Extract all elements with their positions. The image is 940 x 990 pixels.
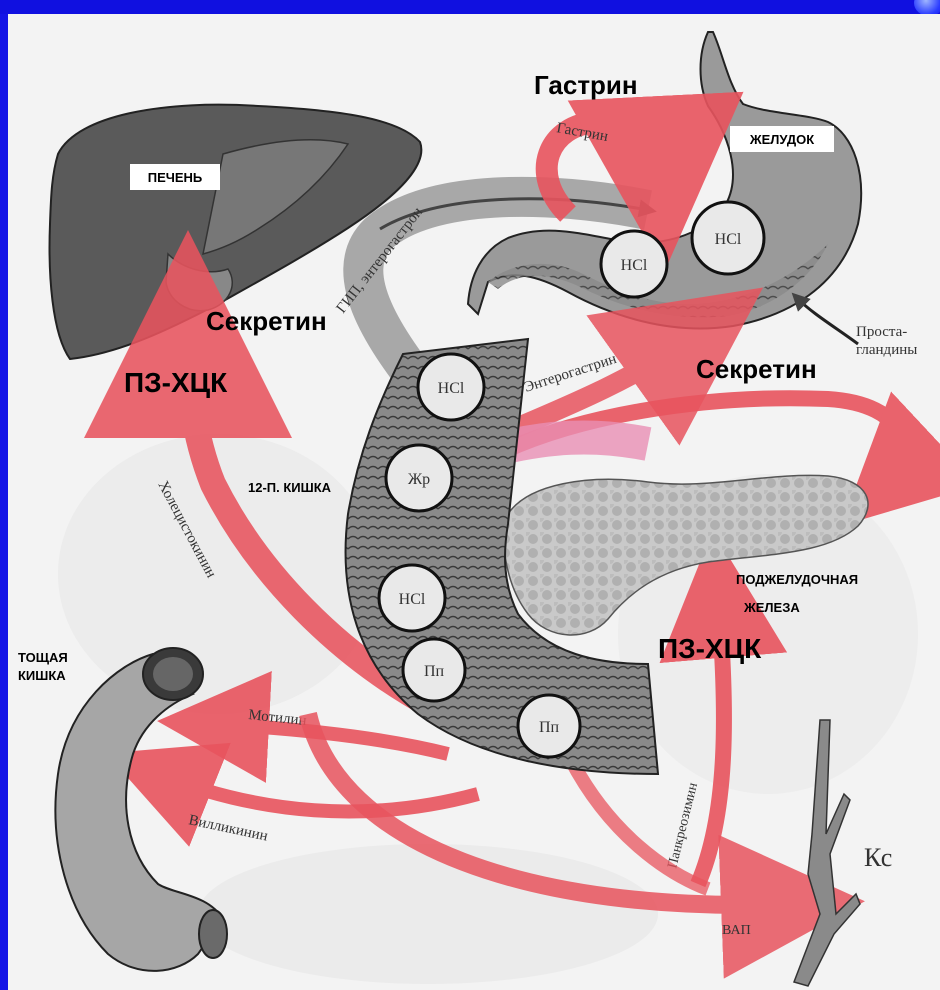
villikinin-arrow-label: Вилликинин [187, 812, 269, 844]
vessel-label: Кс [864, 843, 892, 872]
secretin-right-label: Секретин [696, 354, 817, 384]
pancreas-label-line2: ЖЕЛЕЗА [743, 600, 800, 615]
prostaglandins-label-line1: Проста- [856, 324, 907, 340]
gastrin-label: Гастрин [534, 70, 638, 100]
stomach-label: ЖЕЛУДОК [749, 132, 814, 147]
duodenum-label: 12-П. КИШКА [248, 480, 332, 495]
liver-label: ПЕЧЕНЬ [148, 170, 203, 185]
stimulus-circle: HCl [379, 565, 445, 631]
pancreas-label-line1: ПОДЖЕЛУДОЧНАЯ [736, 572, 858, 587]
jejunum-label-line1: ТОЩАЯ [18, 650, 68, 665]
prostaglandins-label-line2: гландины [856, 342, 917, 358]
stimulus-circle: HCl [601, 231, 667, 297]
duodenum-pp-2: Пп [539, 719, 560, 736]
pz-hck-right-label: ПЗ-ХЦК [658, 633, 762, 664]
duodenum-pp-1: Пп [424, 663, 445, 680]
digestive-hormones-diagram: ПЕЧЕНЬ ЖЕЛУДОК ГИП, энтерогастрон Гастри… [8, 14, 940, 990]
stomach-hcl-1: HCl [715, 231, 742, 248]
stimulus-circle: Жр [386, 445, 452, 511]
villikinin-arrow [158, 774, 478, 811]
prostaglandins-arrow [798, 299, 858, 344]
duodenum-hcl-1: HCl [438, 380, 465, 397]
duodenum-fat: Жр [408, 471, 430, 488]
vip-arrow-label: ВАП [722, 923, 751, 938]
stimulus-circle: HCl [692, 202, 764, 274]
slide-top-bar [0, 0, 940, 14]
secretin-left-label: Секретин [206, 306, 327, 336]
pancreozymin-arrow-label: Панкреозимин [665, 781, 701, 870]
stimulus-circle: HCl [418, 354, 484, 420]
duodenum-hcl-2: HCl [399, 591, 426, 608]
jejunum-label-line2: КИШКА [18, 668, 66, 683]
stimulus-circle: Пп [403, 639, 465, 701]
stimulus-circle: Пп [518, 695, 580, 757]
pz-hck-left-label: ПЗ-ХЦК [124, 367, 228, 398]
stomach-hcl-2: HCl [621, 257, 648, 274]
diagram-canvas: ПЕЧЕНЬ ЖЕЛУДОК ГИП, энтерогастрон Гастри… [8, 14, 940, 990]
